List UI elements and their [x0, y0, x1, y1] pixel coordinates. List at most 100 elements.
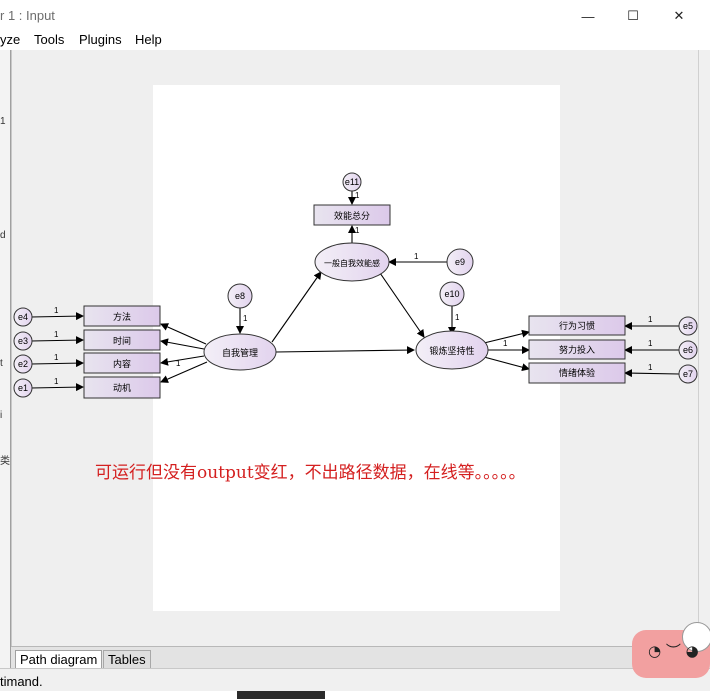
error-label-e8: e8	[235, 291, 245, 301]
vertical-scrollbar[interactable]	[698, 50, 710, 646]
error-circle-e2[interactable]	[13, 354, 33, 374]
error-label-e10: e10	[444, 289, 459, 299]
weight-label: 1	[54, 330, 59, 339]
panel-fragment: 1	[0, 116, 6, 127]
weight-label: 1	[176, 359, 181, 368]
latent-label-ziwo: 自我管理	[222, 347, 258, 359]
error-label-e5: e5	[683, 321, 693, 331]
weight-label: 1	[648, 339, 653, 348]
error-circle-e3[interactable]	[13, 331, 33, 351]
bottom-strip	[0, 691, 710, 699]
path-ziwo-fangfa[interactable]	[160, 323, 207, 345]
tab-bar: Path diagram Tables	[11, 646, 710, 669]
annotation-text: 可运行但没有output变红，不出路径数据，在线等。。。。。	[95, 463, 526, 483]
latent-ellipse-ziwo[interactable]	[203, 333, 277, 371]
observed-box-fangfa[interactable]	[83, 305, 161, 327]
path-e1-dongji[interactable]	[30, 383, 84, 392]
latent-ellipse-duanlian[interactable]	[415, 330, 489, 370]
error-label-e1: e1	[18, 383, 28, 393]
observed-box-xiaoneng[interactable]	[313, 204, 391, 226]
mascot-face-icon: ◔ ︶ ◕	[648, 642, 699, 660]
close-button[interactable]: ✕	[656, 0, 702, 32]
window-title: r 1 : Input	[0, 8, 55, 23]
error-circle-e7[interactable]	[678, 364, 698, 384]
status-bar: timand.	[0, 668, 710, 692]
error-circle-e4[interactable]	[13, 307, 33, 327]
weight-label: 1	[455, 313, 460, 322]
observed-label-neirong: 内容	[113, 358, 131, 370]
minimize-button[interactable]: —	[565, 0, 611, 32]
path-e4-fangfa[interactable]	[30, 312, 84, 321]
path-weight-labels: 1 1 1 1 1 1 1 1 1 1 1 1 1 1	[54, 191, 653, 386]
observed-box-dongji[interactable]	[83, 376, 161, 399]
menu-tools[interactable]: Tools	[34, 32, 65, 47]
error-circle-e9[interactable]	[446, 248, 474, 276]
weight-label: 1	[503, 339, 508, 348]
observed-label-xingwei: 行为习惯	[559, 320, 595, 332]
menu-analyze[interactable]: yze	[0, 32, 21, 47]
mascot-ear	[682, 622, 710, 652]
observed-box-qingxu[interactable]	[528, 362, 626, 384]
tab-path-diagram[interactable]: Path diagram	[15, 650, 103, 669]
path-ziwo-shijian[interactable]	[160, 338, 205, 350]
latent-variables: 自我管理 一般自我效能感 锻炼坚持性	[203, 242, 489, 371]
minimize-icon: —	[581, 8, 595, 24]
path-ziwo-neirong[interactable]	[160, 355, 205, 366]
observed-label-dongji: 动机	[113, 382, 131, 394]
error-label-e2: e2	[18, 359, 28, 369]
error-label-e3: e3	[18, 336, 28, 346]
path-ziwo-yiban[interactable]	[271, 271, 322, 343]
path-e7-qingxu[interactable]	[624, 369, 680, 378]
observed-box-xingwei[interactable]	[528, 315, 626, 336]
title-bar: r 1 : Input — ☐ ✕	[0, 0, 710, 32]
menu-help[interactable]: Help	[135, 32, 162, 47]
weight-label: 1	[243, 314, 248, 323]
error-label-e9: e9	[455, 257, 465, 267]
panel-fragment: 类	[0, 456, 10, 467]
observed-box-shijian[interactable]	[83, 329, 161, 351]
error-circle-e5[interactable]	[678, 316, 698, 336]
error-circle-e8[interactable]	[227, 283, 253, 309]
status-text: timand.	[0, 674, 43, 689]
panel-fragment: t	[0, 358, 3, 369]
maximize-icon: ☐	[627, 8, 639, 23]
weight-label: 1	[54, 306, 59, 315]
observed-box-neirong[interactable]	[83, 352, 161, 374]
observed-label-xiaoneng: 效能总分	[334, 210, 370, 222]
menu-bar: yze Tools Plugins Help	[0, 30, 710, 50]
latent-label-duanlian: 锻炼坚持性	[429, 345, 474, 357]
error-label-e7: e7	[683, 369, 693, 379]
latent-ellipse-yiban[interactable]	[314, 242, 390, 282]
tab-tables[interactable]: Tables	[103, 650, 151, 669]
path-e2-neirong[interactable]	[30, 359, 84, 368]
observed-variables: 方法 时间 内容 动机 效能总分 行为习惯 努力投入 情绪体验	[83, 204, 626, 399]
error-circle-e11[interactable]	[342, 172, 362, 192]
weight-label: 1	[414, 252, 419, 261]
path-ziwo-duanlian[interactable]	[275, 346, 415, 355]
weight-label: 1	[54, 353, 59, 362]
error-circle-e6[interactable]	[678, 340, 698, 360]
path-ziwo-dongji[interactable]	[160, 361, 208, 383]
close-icon: ✕	[673, 8, 685, 23]
tool-panel: 1 d t i 类	[0, 50, 11, 668]
error-label-e6: e6	[683, 345, 693, 355]
latent-label-yiban: 一般自我效能感	[324, 258, 380, 268]
maximize-button[interactable]: ☐	[610, 0, 656, 32]
menu-plugins[interactable]: Plugins	[79, 32, 122, 47]
error-circle-e10[interactable]	[439, 281, 465, 307]
path-yiban-duanlian[interactable]	[379, 272, 425, 338]
error-circle-e1[interactable]	[13, 378, 33, 398]
observed-box-nuli[interactable]	[528, 339, 626, 360]
observed-label-nuli: 努力投入	[559, 344, 595, 356]
path-duanlian-qingxu[interactable]	[483, 356, 530, 372]
path-e3-shijian[interactable]	[30, 336, 84, 345]
observed-label-shijian: 时间	[113, 335, 131, 347]
weight-label: 1	[355, 191, 360, 200]
mascot-widget[interactable]: ◔ ︶ ◕	[632, 622, 710, 678]
error-terms: e1 e2 e3 e4 e5 e6 e7 e8 e9 e10 e11	[13, 172, 698, 398]
panel-fragment: i	[0, 410, 3, 421]
weight-label: 1	[54, 377, 59, 386]
weight-label: 1	[355, 226, 360, 235]
path-duanlian-xingwei[interactable]	[483, 329, 530, 344]
